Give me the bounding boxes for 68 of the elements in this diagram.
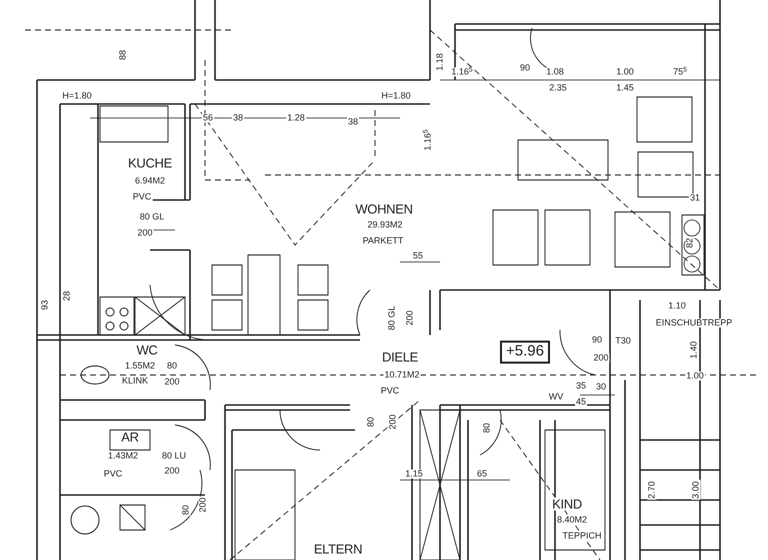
dimension-text: H=1.80 [380,92,412,100]
dimension-text: 80 [366,416,376,428]
dimension-text: 1.40 [690,340,698,360]
dimension-text: 30 [595,382,607,392]
dimension-text: 90 [591,336,603,344]
dimension-text: 1.00 [685,372,705,380]
dimension-text: 1.43M2 [106,452,140,460]
dimension-text: H=1.80 [61,92,93,100]
dimension-text: 1.16$^{5}$ [450,68,474,76]
dimension-text: WV [548,392,564,402]
dimension-text: 200 [163,378,181,386]
dimension-text: 80 GL [138,212,166,222]
dimension-text: 1.00 [615,68,635,76]
dimension-text: 35 [575,382,587,390]
dimension-text: 80 LU [160,452,188,460]
dimension-text: 80 [482,422,492,434]
dimension-text: T30 [614,336,632,346]
dimension-text: 1.08 [545,68,565,76]
dimension-text: 3.00 [692,480,700,500]
dimension-text: 2.35 [548,84,568,92]
dimension-text: 2.70 [648,480,656,500]
dimension-text: 200 [388,413,398,431]
dimension-text: 1.15 [404,470,424,478]
dimension-text: 200 [163,466,181,476]
dimension-text: 80 GL [388,304,396,332]
dimension-text: PVC [102,470,124,478]
dimension-text: 1.55M2 [124,362,156,370]
dimension-text: 82 [686,237,694,249]
dimension-text: 56 [202,114,214,122]
dimension-text: 6.94M2 [134,176,166,186]
room-name: ELTERN [312,542,364,556]
dimension-text: 1.45 [615,84,635,92]
room-name: WC [136,344,158,356]
room-name: KIND [551,498,583,510]
dimension-text: 28 [62,290,72,302]
dimension-text: 55 [412,252,424,260]
dimension-text: 90 [519,64,531,72]
dimension-text: 75$^{5}$ [672,68,688,76]
dimension-text: 80 [182,504,190,516]
dimension-text: 8.40M2 [556,516,588,524]
dimension-text: 200 [406,309,414,327]
dimension-text: 80 [166,362,178,370]
dimension-text: 31 [689,194,701,202]
dimension-text: 38 [232,114,244,122]
dimension-text: 65 [476,470,488,478]
dimension-text: 88 [118,49,128,61]
dimension-text: 10.71M2 [383,370,421,380]
room-name: KUCHE [127,156,173,170]
dimension-text: 200 [592,354,610,362]
dimension-text: 93 [40,299,50,311]
dimension-text: TEPPICH [562,532,602,540]
dimension-text: KLINK [121,376,149,386]
dimension-text: 200 [136,228,154,238]
dimension-text: 200 [198,496,208,514]
dimension-text: EINSCHUBTREPP [654,318,734,328]
dimension-text: PVC [380,386,400,396]
room-name: WOHNEN [354,202,414,216]
dimension-text: 1.10 [667,302,687,310]
dimension-text: 1.28 [286,114,306,122]
dimension-text: 1.18 [436,52,444,72]
room-name: AR [120,430,140,444]
level-marker-box: +5.96 [500,340,550,364]
dimension-text: PVC [132,192,152,202]
dimension-text: PARKETT [362,236,404,246]
room-name: DIELE [381,350,419,364]
dimension-text: 29.93M2 [366,220,404,230]
dimension-text: 45 [575,398,587,406]
dimension-text: 38 [347,118,359,126]
